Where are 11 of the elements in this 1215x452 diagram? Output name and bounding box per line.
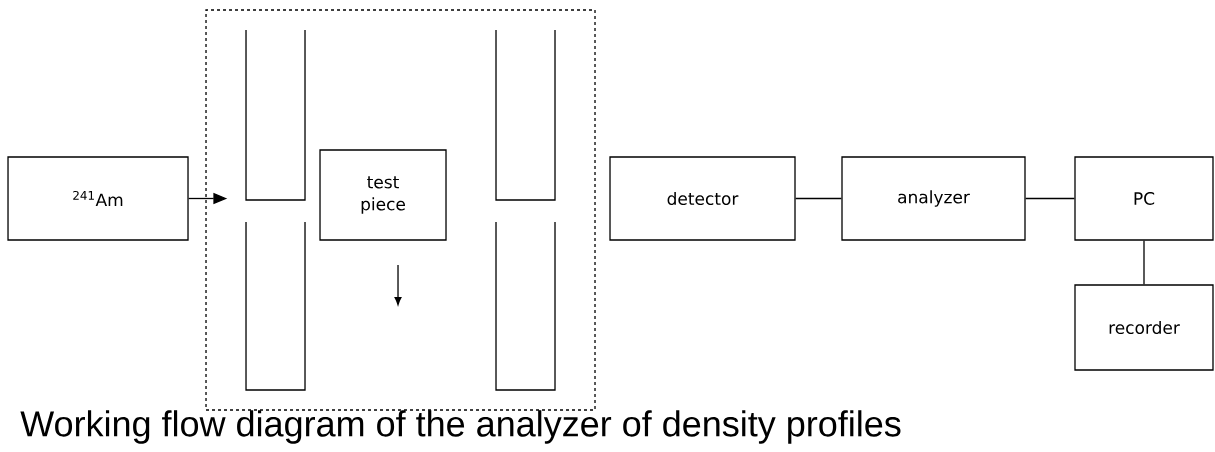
process-box: recorder — [1074, 284, 1214, 371]
process-box: PC — [1074, 156, 1214, 241]
process-box: analyzer — [841, 156, 1026, 241]
process-box: $^{241}$Am — [7, 156, 189, 241]
process-box: detector — [609, 156, 796, 241]
dashed-frame — [205, 9, 596, 411]
caption: Working flow diagram of the analyzer of density profiles — [20, 410, 901, 444]
process-box: test piece — [319, 149, 447, 241]
connector — [795, 197, 842, 200]
connector — [1025, 197, 1075, 200]
connector — [1143, 240, 1145, 285]
